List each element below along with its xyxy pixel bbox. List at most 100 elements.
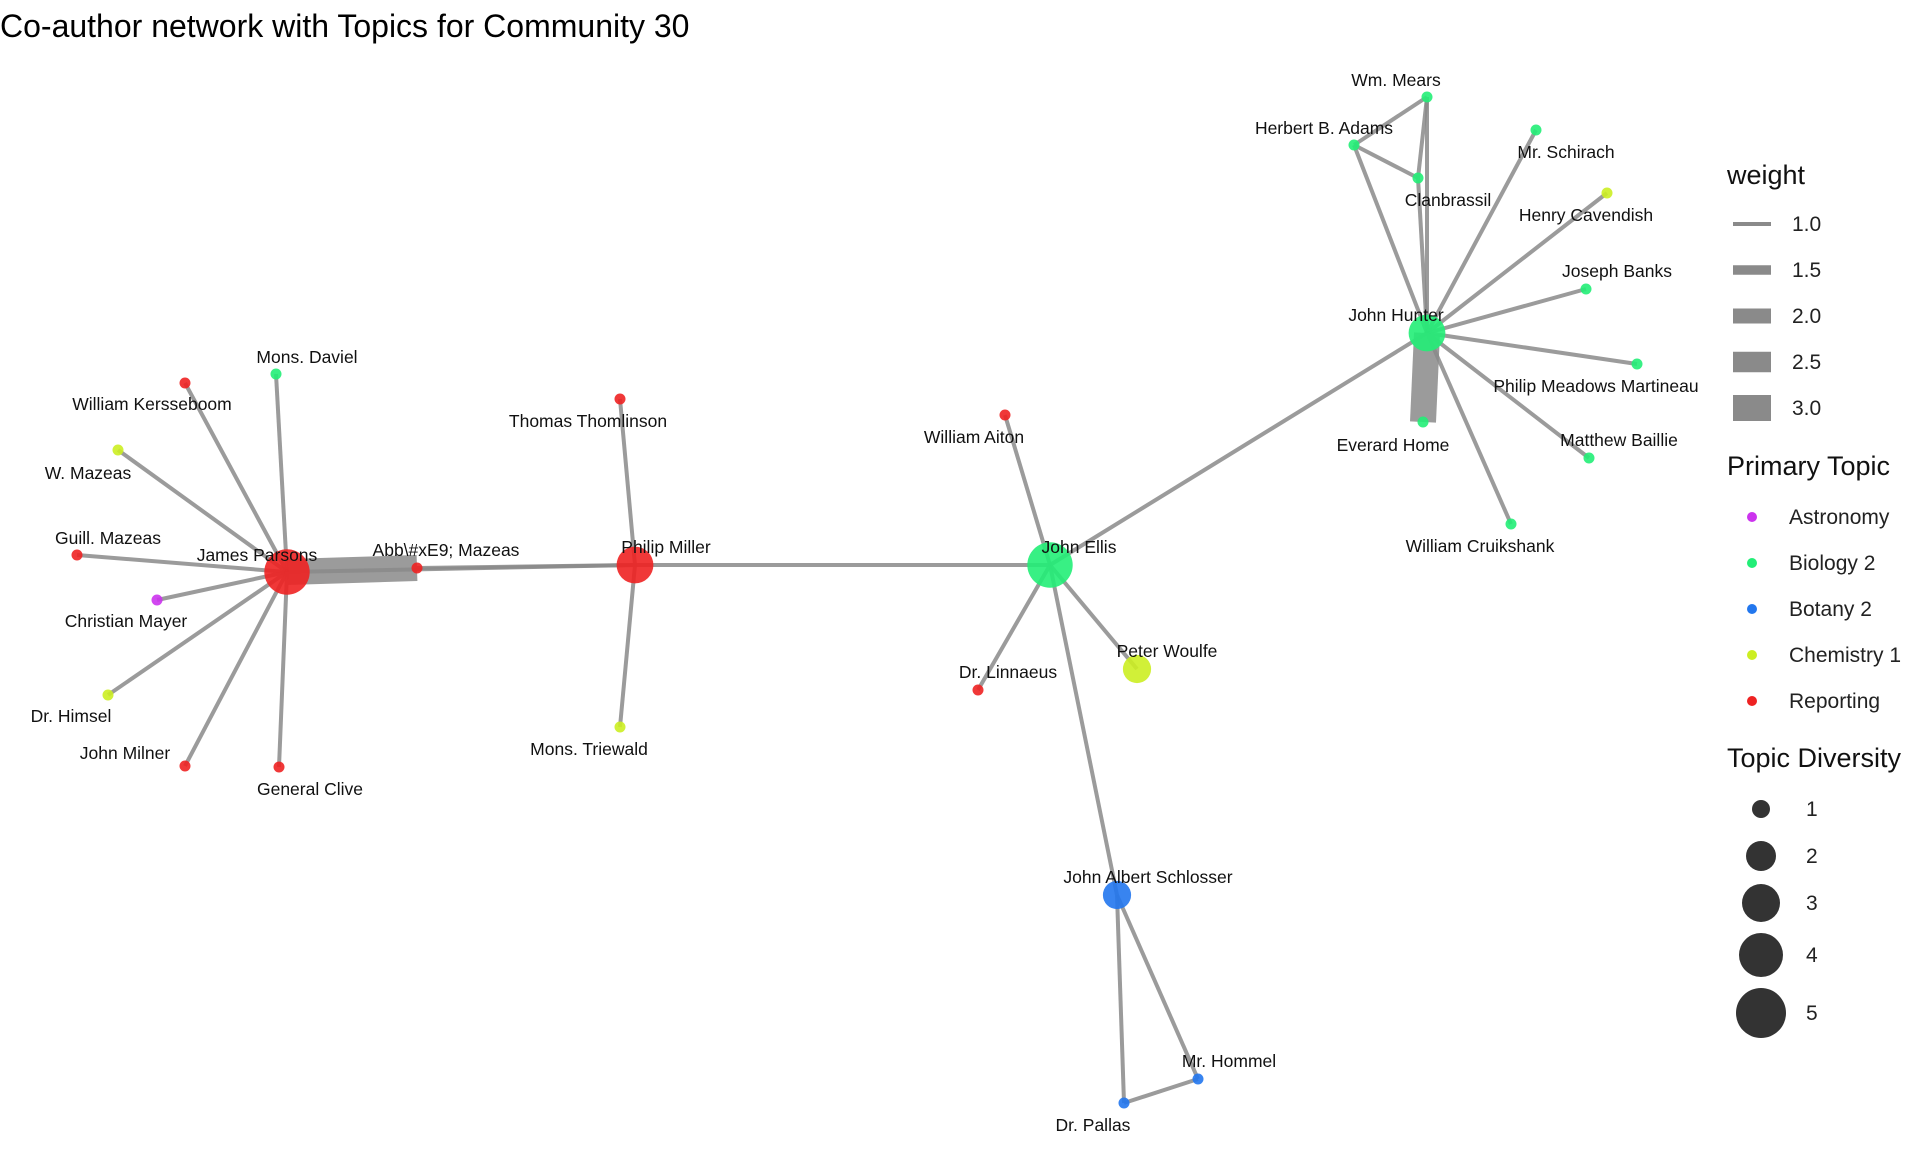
legend-topic-title: Primary Topic bbox=[1727, 451, 1890, 481]
edge-wm-mears-herbert-b-adams bbox=[1352, 95, 1429, 147]
legend-diversity-key-1 bbox=[1752, 800, 1770, 818]
legend-topic-label-chemistry-1: Chemistry 1 bbox=[1789, 644, 1901, 667]
edge-james-parsons-general-clive bbox=[277, 571, 289, 768]
node-label-john-ellis: John Ellis bbox=[1042, 537, 1117, 557]
node-label-christian-mayer: Christian Mayer bbox=[65, 611, 188, 631]
edge-john-ellis-john-albert-schlosser bbox=[1048, 564, 1119, 896]
legend-diversity-key-3 bbox=[1742, 884, 1780, 922]
node-christian-mayer bbox=[151, 594, 163, 606]
node-dr-linnaeus bbox=[972, 684, 984, 696]
node-layer bbox=[71, 91, 1643, 1109]
legend-topic-label-botany-2: Botany 2 bbox=[1789, 598, 1872, 621]
edge-layer bbox=[76, 95, 1638, 1105]
node-label-philip-miller: Philip Miller bbox=[621, 537, 711, 557]
legend-diversity-key-4 bbox=[1739, 933, 1783, 977]
edge-john-hunter-philip-meadows-martineau bbox=[1426, 331, 1638, 366]
node-dr-himsel bbox=[102, 689, 114, 701]
edge-john-hunter-joseph-banks bbox=[1426, 287, 1587, 335]
node-william-aiton bbox=[999, 409, 1011, 421]
node-mons-daviel bbox=[270, 368, 282, 380]
legend-weight-label-3: 2.5 bbox=[1792, 351, 1821, 374]
node-label-w-mazeas: W. Mazeas bbox=[45, 463, 132, 483]
legend-weight-label-2: 2.0 bbox=[1792, 305, 1821, 328]
edge-abb-xe9-mazeas-philip-miller bbox=[416, 563, 636, 570]
chart-title: Co-author network with Topics for Commun… bbox=[0, 8, 690, 44]
edge-herbert-b-adams-clanbrassil bbox=[1353, 143, 1419, 180]
node-label-mr-hommel: Mr. Hommel bbox=[1182, 1051, 1276, 1071]
node-mons-triewald bbox=[614, 721, 626, 733]
legend-topic-key-reporting bbox=[1747, 696, 1757, 706]
node-label-herbert-b-adams: Herbert B. Adams bbox=[1255, 118, 1393, 138]
node-label-mons-daviel: Mons. Daviel bbox=[256, 347, 357, 367]
node-label-general-clive: General Clive bbox=[257, 779, 363, 799]
node-john-albert-schlosser bbox=[1102, 880, 1132, 910]
node-label-dr-himsel: Dr. Himsel bbox=[31, 706, 112, 726]
node-label-john-hunter: John Hunter bbox=[1348, 305, 1444, 325]
node-label-guill-mazeas: Guill. Mazeas bbox=[55, 528, 161, 548]
node-clanbrassil bbox=[1412, 172, 1424, 184]
edge-james-parsons-william-kersseboom bbox=[183, 382, 289, 573]
legend-topic-label-astronomy: Astronomy bbox=[1789, 506, 1890, 529]
node-guill-mazeas bbox=[71, 549, 83, 561]
legend-diversity-key-2 bbox=[1746, 841, 1776, 871]
node-label-henry-cavendish: Henry Cavendish bbox=[1519, 205, 1653, 225]
node-label-mons-triewald: Mons. Triewald bbox=[530, 739, 648, 759]
node-label-joseph-banks: Joseph Banks bbox=[1562, 261, 1672, 281]
edge-philip-miller-mons-triewald bbox=[618, 564, 637, 728]
node-label-matthew-baillie: Matthew Baillie bbox=[1560, 430, 1678, 450]
node-mr-hommel bbox=[1192, 1073, 1204, 1085]
node-label-john-milner: John Milner bbox=[80, 743, 171, 763]
legend-diversity-label-1: 1 bbox=[1806, 798, 1818, 821]
legend-weight-label-4: 3.0 bbox=[1792, 397, 1821, 420]
edge-james-parsons-mons-daviel bbox=[274, 373, 289, 573]
node-john-hunter bbox=[1408, 314, 1446, 352]
edge-mr-hommel-dr-pallas bbox=[1123, 1077, 1199, 1105]
legend-topic-key-botany-2 bbox=[1747, 604, 1757, 614]
node-john-milner bbox=[179, 760, 191, 772]
node-label-william-kersseboom: William Kersseboom bbox=[72, 394, 231, 414]
node-philip-meadows-martineau bbox=[1631, 358, 1643, 370]
node-w-mazeas bbox=[112, 444, 124, 456]
legend-topic-key-astronomy bbox=[1747, 512, 1757, 522]
edge-john-hunter-henry-cavendish bbox=[1425, 191, 1609, 335]
edge-john-ellis-dr-linnaeus bbox=[976, 564, 1052, 691]
node-label-dr-pallas: Dr. Pallas bbox=[1056, 1115, 1131, 1135]
legend-diversity-title: Topic Diversity bbox=[1727, 743, 1902, 773]
node-label-wm-mears: Wm. Mears bbox=[1351, 70, 1441, 90]
edge-john-hunter-herbert-b-adams bbox=[1352, 144, 1429, 334]
edge-john-hunter-matthew-baillie bbox=[1425, 331, 1591, 460]
node-general-clive bbox=[273, 761, 285, 773]
legend-topic-key-chemistry-1 bbox=[1747, 650, 1757, 660]
legend-topic-key-biology-2 bbox=[1747, 558, 1757, 568]
node-label-philip-meadows-martineau: Philip Meadows Martineau bbox=[1493, 376, 1698, 396]
edge-james-parsons-john-milner bbox=[183, 571, 289, 767]
node-joseph-banks bbox=[1580, 283, 1592, 295]
node-mr-schirach bbox=[1530, 124, 1542, 136]
edge-john-hunter-william-cruikshank bbox=[1425, 332, 1513, 525]
node-philip-miller bbox=[616, 546, 654, 584]
node-label-clanbrassil: Clanbrassil bbox=[1405, 190, 1492, 210]
edge-john-albert-schlosser-mr-hommel bbox=[1115, 894, 1200, 1080]
node-james-parsons bbox=[264, 549, 310, 595]
node-label-mr-schirach: Mr. Schirach bbox=[1517, 142, 1614, 162]
edge-james-parsons-w-mazeas bbox=[116, 448, 289, 574]
node-label-james-parsons: James Parsons bbox=[197, 545, 318, 565]
edge-john-hunter-mr-schirach bbox=[1425, 129, 1538, 334]
edge-john-ellis-william-aiton bbox=[1003, 414, 1052, 566]
legend-weight-label-0: 1.0 bbox=[1792, 213, 1821, 236]
legend-topic-label-biology-2: Biology 2 bbox=[1789, 552, 1875, 575]
node-herbert-b-adams bbox=[1348, 139, 1360, 151]
legend-diversity-label-2: 2 bbox=[1806, 845, 1818, 868]
legend-diversity-key-5 bbox=[1736, 988, 1786, 1038]
node-abb-xe9-mazeas bbox=[411, 562, 423, 574]
node-william-cruikshank bbox=[1505, 518, 1517, 530]
node-label-thomas-thomlinson: Thomas Thomlinson bbox=[509, 411, 667, 431]
node-label-william-cruikshank: William Cruikshank bbox=[1406, 536, 1555, 556]
node-label-william-aiton: William Aiton bbox=[924, 427, 1024, 447]
edge-wm-mears-clanbrassil bbox=[1416, 96, 1429, 179]
node-henry-cavendish bbox=[1601, 187, 1613, 199]
legend-topic-label-reporting: Reporting bbox=[1789, 690, 1880, 713]
node-dr-pallas bbox=[1118, 1097, 1130, 1109]
